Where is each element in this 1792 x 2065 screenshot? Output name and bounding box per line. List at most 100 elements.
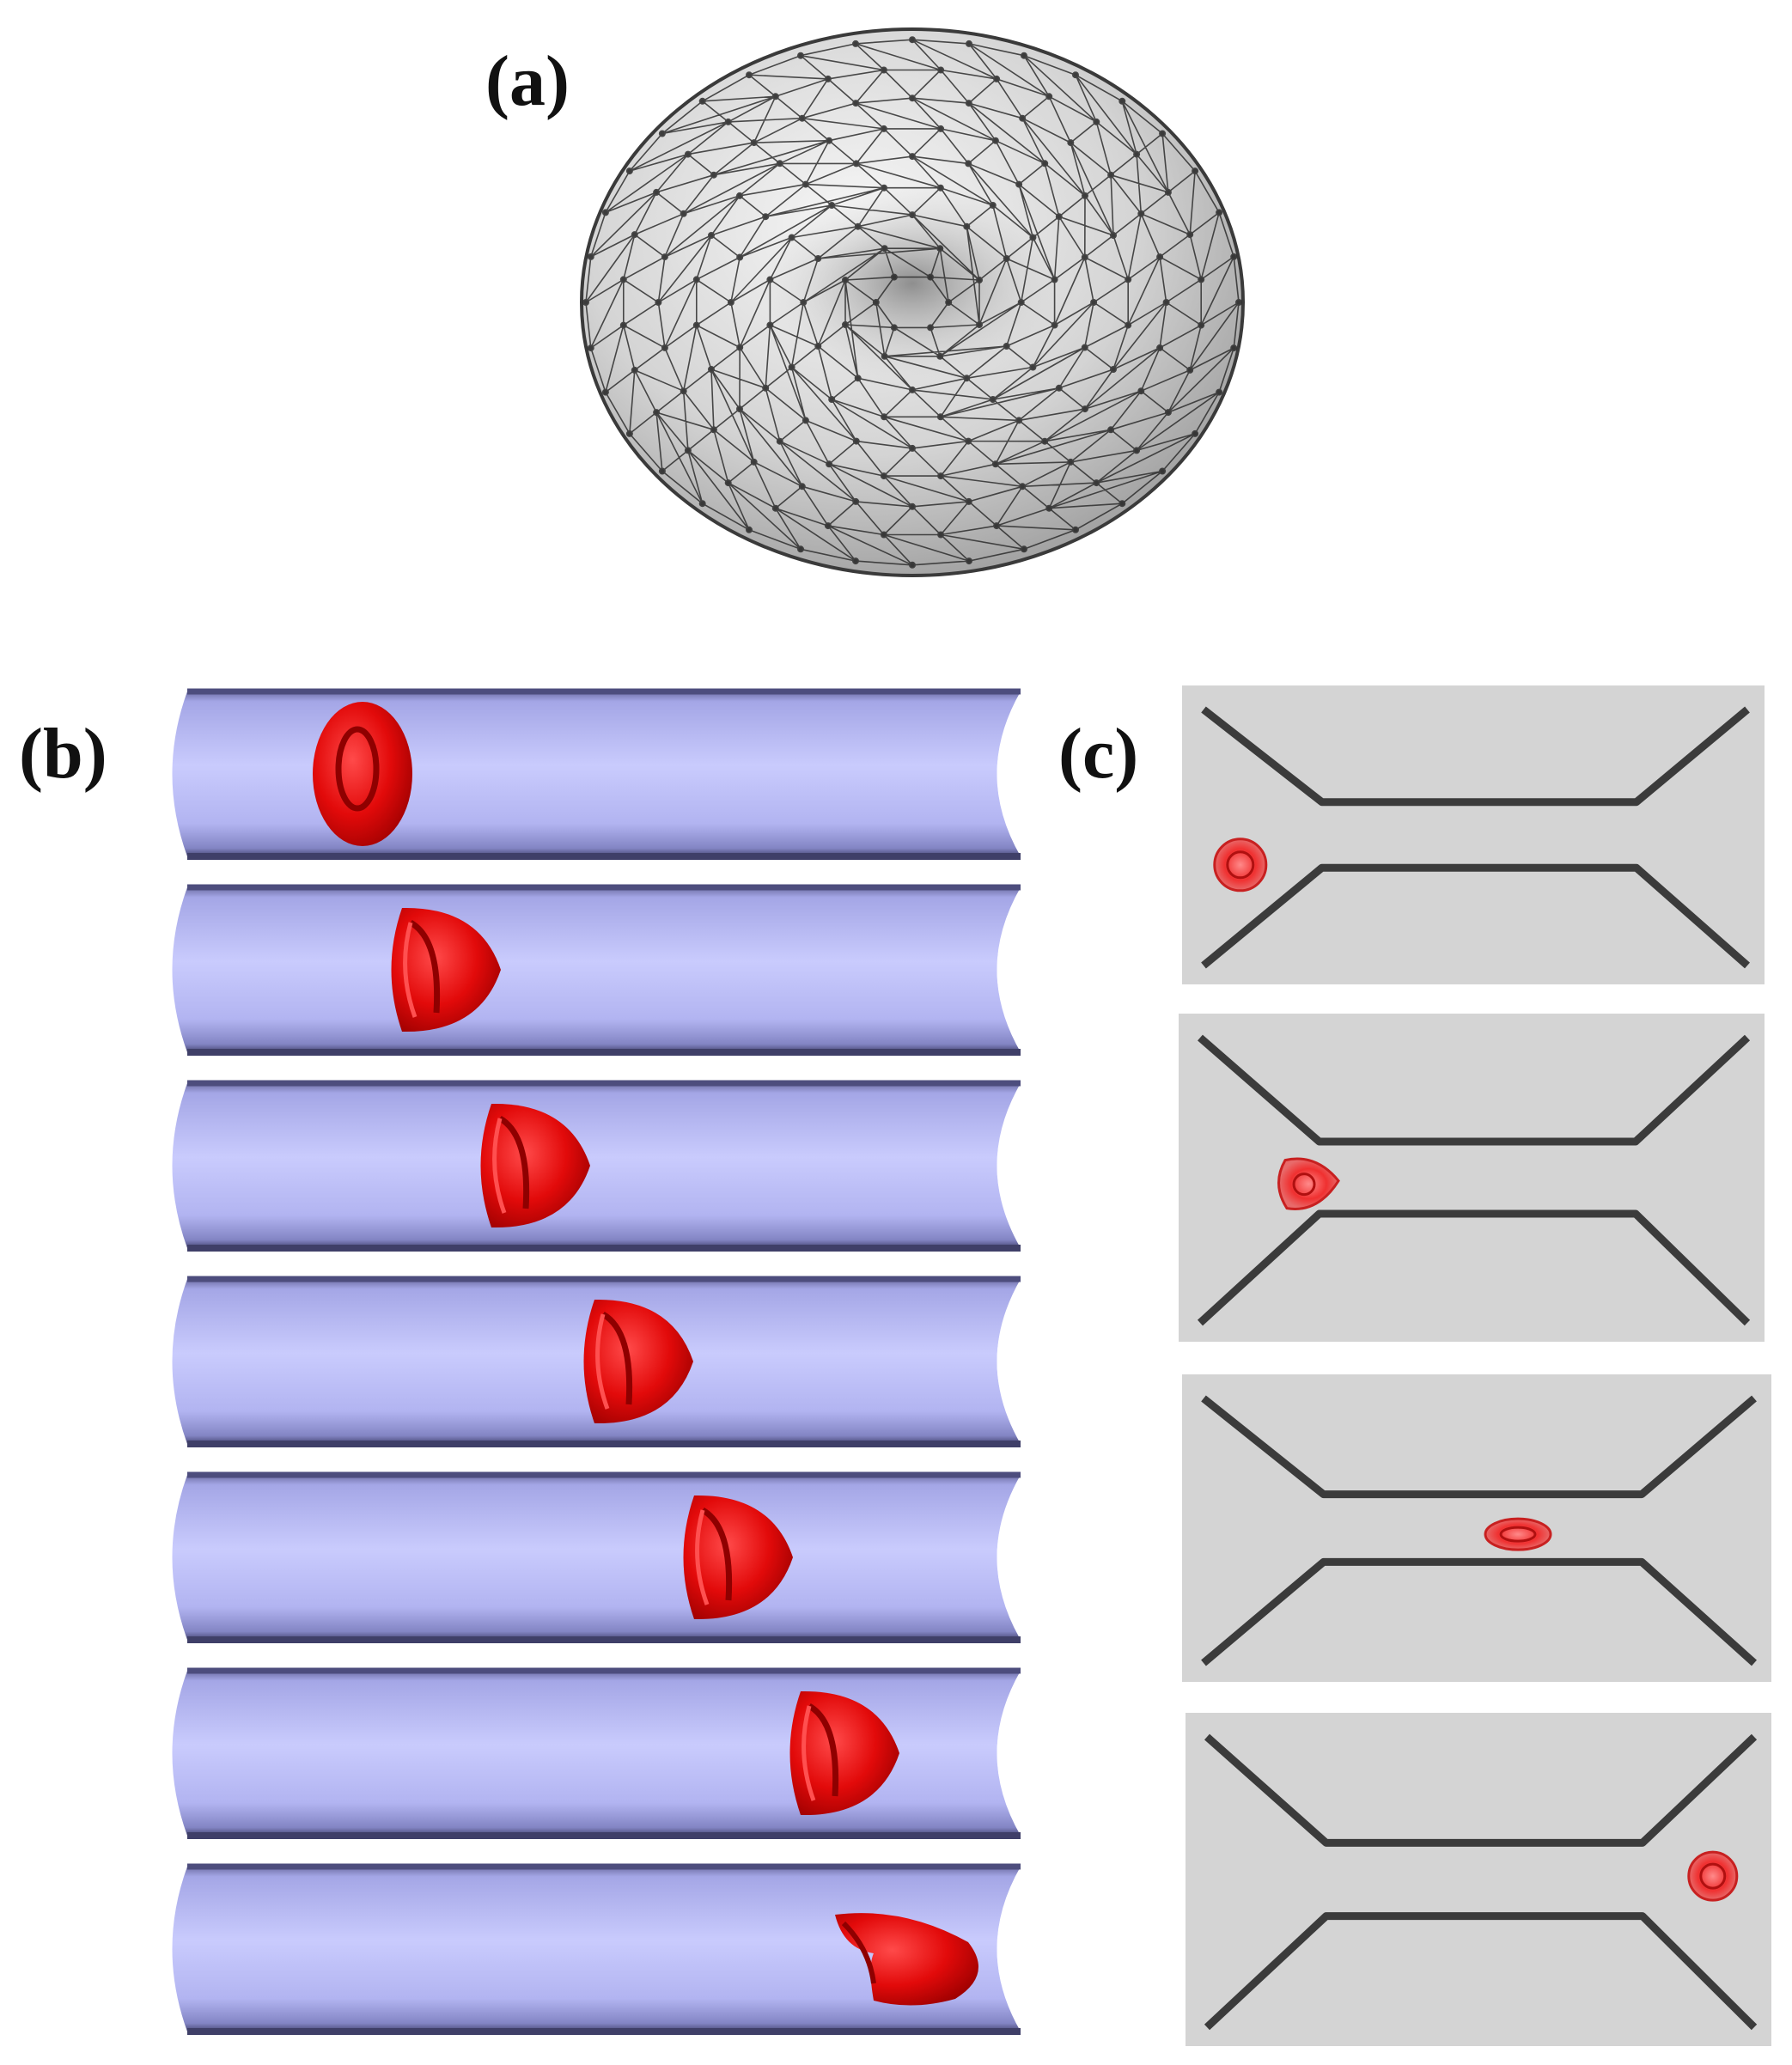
mesh-node (1015, 180, 1023, 188)
mesh-node (936, 184, 944, 192)
mesh-node (1019, 483, 1027, 490)
mesh-node (710, 426, 717, 434)
mesh-node (1118, 500, 1126, 508)
mesh-node (909, 211, 917, 219)
mesh-node (680, 387, 687, 395)
tube-frame (172, 1276, 1031, 1447)
mesh-node (881, 413, 888, 421)
mesh-node (1021, 545, 1028, 553)
channel-background (1182, 685, 1765, 984)
mesh-node (841, 276, 849, 283)
mesh-node (1107, 171, 1115, 179)
mesh-node (993, 75, 1001, 82)
rbc-mesh-dimple (762, 185, 1063, 382)
mesh-node (625, 168, 633, 175)
mesh-node (1082, 405, 1089, 413)
mesh-node (854, 222, 862, 230)
panel-b: (b) (19, 688, 1031, 2035)
rbc-cell-2d (1484, 1517, 1552, 1551)
mesh-node (1156, 344, 1164, 351)
mesh-node (1164, 409, 1172, 417)
mesh-node (965, 100, 972, 107)
rbc-cell-fold (841, 1921, 876, 1984)
mesh-node (653, 409, 661, 417)
mesh-node (1133, 447, 1141, 454)
mesh-node (1198, 321, 1205, 329)
channel-walls (1197, 1034, 1751, 1326)
mesh-node (724, 479, 732, 487)
mesh-node (798, 114, 806, 122)
mesh-node (1110, 365, 1118, 373)
rbc-cell-highlight (595, 1313, 610, 1410)
rbc-cell-2d-body (1277, 1157, 1340, 1210)
channel-background (1179, 1014, 1765, 1342)
mesh-node (872, 298, 880, 306)
mesh-node (909, 36, 917, 44)
mesh-node (1029, 234, 1037, 241)
mesh-node (936, 413, 944, 421)
rbc-cell (313, 702, 412, 846)
tube-open-end (997, 695, 1031, 853)
tube-open-end (997, 891, 1031, 1049)
rbc-cell-highlight (403, 922, 418, 1018)
tube-body (172, 1867, 1021, 2031)
mesh-node (963, 222, 971, 230)
rbc-cell (583, 1299, 693, 1424)
mesh-node (796, 52, 804, 59)
mesh-node (1045, 93, 1053, 101)
mesh-node (881, 245, 888, 253)
mesh-node (1216, 388, 1223, 396)
rbc-cell-body (391, 907, 501, 1032)
tube-open-end (997, 1282, 1031, 1441)
rbc-cell-2d-center (1292, 1173, 1316, 1197)
mesh-node (750, 139, 758, 147)
tube-frame (172, 688, 1031, 860)
mesh-node (1216, 209, 1223, 216)
tube-frame (172, 1667, 1031, 1839)
mesh-node (1156, 253, 1164, 261)
channel-frame (1182, 1374, 1771, 1682)
mesh-node (909, 153, 917, 161)
mesh-node (937, 125, 945, 132)
panel-b-label: (b) (19, 714, 107, 794)
mesh-node (802, 180, 809, 188)
mesh-node (1159, 467, 1167, 475)
mesh-node (909, 503, 917, 510)
mesh-node (796, 545, 804, 553)
mesh-node (619, 276, 627, 283)
rbc-cell-highlight (695, 1509, 710, 1605)
rbc-cell-2d (1213, 838, 1268, 892)
mesh-node (1041, 437, 1049, 445)
rbc-cell-fold (409, 919, 441, 1014)
mesh-node (851, 557, 859, 565)
mesh-node (1093, 479, 1100, 487)
tube-body (172, 691, 1021, 856)
mesh-node (1021, 52, 1028, 59)
mesh-node (1067, 458, 1075, 466)
mesh-node (1235, 298, 1243, 306)
mesh-node (890, 273, 898, 281)
mesh-node (766, 276, 774, 283)
mesh-node (965, 497, 972, 505)
mesh-node (909, 94, 917, 102)
mesh-node (824, 522, 832, 530)
mesh-node (828, 395, 836, 403)
mesh-node (1055, 384, 1063, 392)
rbc-cell-2d-center (1226, 850, 1255, 880)
mesh-node (937, 472, 945, 480)
mesh-node (814, 254, 822, 262)
mesh-node (1186, 366, 1194, 374)
tube-frame (172, 884, 1031, 1056)
tube-body (172, 1475, 1021, 1640)
rbc-cell-2d-body (1484, 1517, 1552, 1551)
tube-body (172, 887, 1021, 1052)
mesh-node (880, 125, 887, 132)
mesh-node (989, 202, 997, 210)
rbc-cell-fold (498, 1115, 530, 1209)
rbc-cell-2d (1277, 1157, 1340, 1210)
rbc-cell-2d-center (1499, 1526, 1537, 1543)
rbc-cell-dimple (335, 726, 380, 812)
mesh-node (625, 429, 633, 437)
channel-frame (1182, 685, 1765, 984)
mesh-node (1051, 321, 1058, 329)
